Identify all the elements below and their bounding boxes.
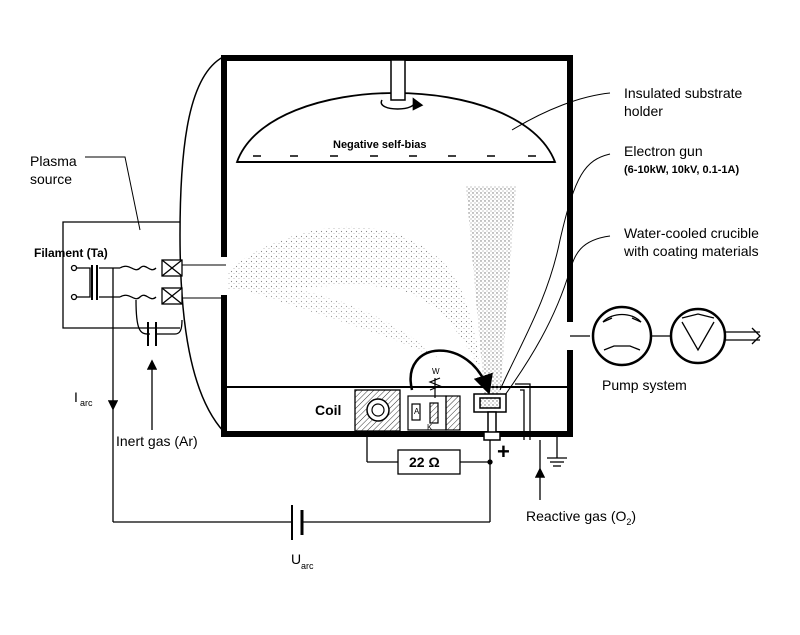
- u-arc-label: U: [291, 551, 301, 567]
- filament-circuit: [70, 264, 491, 540]
- inert-gas-feed: [135, 299, 183, 430]
- plasma-source-label-line2: source: [30, 171, 72, 187]
- pump-system-label: Pump system: [602, 377, 687, 393]
- plus-sign: +: [497, 439, 510, 464]
- electron-gun-label-line1: Electron gun: [624, 143, 703, 159]
- i-arc-subscript: arc: [80, 398, 93, 408]
- magnet-coils: [161, 259, 183, 305]
- resistor-circuit: [366, 434, 493, 475]
- vacuum-chamber: [221, 55, 573, 437]
- plasma-cloud: [228, 226, 480, 370]
- ground-icon: [547, 434, 567, 467]
- crucible-label-line1: Water-cooled crucible: [624, 225, 759, 241]
- substrate-holder-dome: [235, 92, 557, 163]
- plasma-source-box: [62, 221, 180, 329]
- inert-gas-label: Inert gas (Ar): [116, 433, 198, 449]
- electron-beam-path: [409, 349, 493, 395]
- filament-label: Filament (Ta): [34, 246, 108, 260]
- rotation-arrow-icon: [380, 97, 424, 111]
- negative-self-bias-label: Negative self-bias: [333, 139, 427, 151]
- substrate-holder-label-line1: Insulated substrate: [624, 85, 743, 101]
- i-arc-label: I: [74, 389, 78, 405]
- electron-gun-body: [407, 377, 461, 431]
- vapour-plume: [466, 186, 516, 400]
- electron-gun-label-line2: (6-10kW, 10kV, 0.1-1A): [624, 164, 739, 176]
- a-marker: A: [414, 407, 420, 416]
- plasma-cloud-lower: [230, 285, 440, 360]
- reactive-gas-label: Reactive gas (O2): [526, 508, 636, 527]
- w-marker: W: [432, 367, 440, 376]
- plasma-source-label-line1: Plasma: [30, 153, 77, 169]
- reactive-gas-pipe: [515, 383, 546, 500]
- coil-label: Coil: [315, 402, 341, 418]
- substrate-holder-label-line2: holder: [624, 103, 663, 119]
- crucible-label-line2: with coating materials: [623, 243, 759, 259]
- crucible: [473, 393, 507, 441]
- k-marker: K: [427, 423, 433, 432]
- u-arc-subscript: arc: [301, 561, 314, 571]
- leader-lines: [85, 92, 611, 396]
- resistor-label: 22 Ω: [409, 454, 440, 470]
- pump-system: [570, 305, 761, 367]
- plasma-source-housing: [179, 56, 225, 433]
- holder-shaft: [390, 59, 406, 101]
- coil-icon: [366, 398, 390, 422]
